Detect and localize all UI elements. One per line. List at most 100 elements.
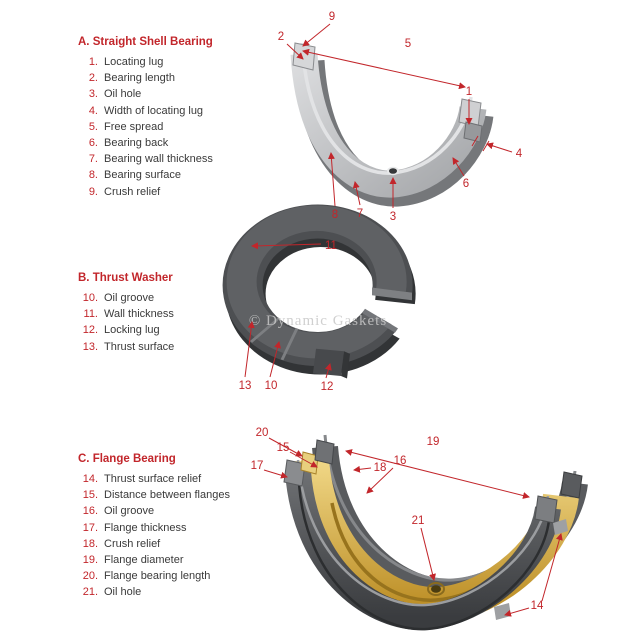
item-number: 12. — [82, 324, 98, 337]
watermark: © Dynamic Gaskets — [249, 313, 387, 329]
item-label: Bearing wall thickness — [104, 153, 213, 166]
item-number: 6. — [88, 137, 98, 150]
legend-item: 3.Oil hole — [78, 86, 213, 102]
item-number: 15. — [82, 489, 98, 502]
legend-item: 15.Distance between flanges — [78, 487, 230, 503]
callout-2: 2 — [278, 31, 284, 43]
item-label: Bearing length — [104, 72, 175, 85]
locking-lug-side — [341, 351, 350, 379]
left-back-flange-end — [314, 439, 335, 465]
callout-6: 6 — [463, 178, 469, 190]
item-label: Crush relief — [104, 537, 161, 550]
thrust-surface-relief-notch-right — [553, 519, 568, 535]
legend-item: 4. Width of locating lug — [78, 103, 213, 119]
item-label: Wall thickness — [104, 308, 174, 321]
callout-16: 16 — [394, 455, 407, 467]
callout-13: 13 — [239, 380, 252, 392]
callout-1: 1 — [466, 86, 472, 98]
locating-lug — [463, 121, 483, 143]
item-label: Oil hole — [104, 586, 142, 599]
legend-item: 9.Crush relief — [78, 184, 213, 200]
callout-20: 20 — [256, 427, 269, 439]
callout-15: 15 — [277, 442, 290, 454]
legend-item: 8. Bearing surface — [78, 167, 213, 183]
section-b-title: B. Thrust Washer — [78, 272, 173, 284]
legend-item: 16. Oil groove — [78, 503, 230, 519]
section-c-title: C. Flange Bearing — [78, 453, 176, 465]
item-number: 1. — [88, 56, 98, 68]
item-number: 13. — [82, 340, 98, 353]
legend-item: 5. Free spread — [78, 119, 213, 135]
item-label: Flange bearing length — [104, 570, 211, 583]
legend-item: 21. Oil hole — [78, 584, 230, 600]
legend-item: 2. Bearing length — [78, 70, 213, 86]
oil-groove-line-1 — [249, 317, 281, 343]
legend-item: 19. Flange diameter — [78, 552, 230, 568]
item-label: Locking lug — [104, 324, 160, 337]
oil-groove-line-2 — [280, 327, 299, 361]
callout-10: 10 — [265, 380, 278, 392]
callout-7: 7 — [357, 208, 363, 220]
item-number: 18. — [82, 537, 98, 550]
straight-shell-bearing-illustration — [293, 43, 482, 191]
item-label: Thrust surface — [104, 340, 175, 353]
legend-item: 17.Flange thickness — [78, 520, 230, 536]
item-label: Flange diameter — [104, 554, 184, 567]
callout-18: 18 — [374, 462, 387, 474]
item-number: 10. — [82, 292, 98, 304]
item-label: Width of locating lug — [104, 104, 204, 117]
washer-upper-end-face — [372, 287, 412, 301]
callout-21: 21 — [412, 515, 425, 527]
callout-numbers: 9 2 5 1 4 6 3 7 8 11 13 10 12 20 15 17 1… — [239, 11, 544, 612]
legend-section-a: A. Straight Shell Bearing 1. Locating lug… — [78, 36, 213, 200]
legend-section-b: B. Thrust Washer 10. Oil groove 11.Wall t… — [78, 272, 174, 355]
item-number: 21. — [82, 586, 98, 599]
item-number: 8. — [88, 169, 98, 182]
legend-item: 14. Thrust surface relief — [78, 471, 230, 487]
item-label: Crush relief — [104, 185, 161, 198]
callout-leader-lines — [244, 23, 563, 617]
item-number: 5. — [88, 120, 98, 133]
callout-19: 19 — [427, 436, 440, 448]
legend-item: 7. Bearing wall thickness — [78, 151, 213, 167]
legend-item: 20. Flange bearing length — [78, 568, 230, 584]
item-number: 4. — [88, 104, 98, 117]
item-label: Thrust surface relief — [104, 473, 202, 485]
bearing-surface — [304, 54, 473, 184]
callout-12: 12 — [321, 381, 334, 393]
item-number: 19. — [82, 554, 98, 567]
item-number: 7. — [88, 153, 98, 166]
legend-item: 11.Wall thickness — [78, 306, 174, 322]
item-number: 2. — [88, 72, 98, 85]
item-number: 16. — [82, 505, 98, 518]
item-label: Oil groove — [104, 292, 155, 304]
flange-bearing-illustration — [283, 433, 582, 631]
flange-oil-hole — [431, 585, 441, 593]
callout-8: 8 — [332, 209, 338, 221]
callout-3: 3 — [390, 211, 396, 223]
callout-4: 4 — [516, 148, 523, 160]
item-number: 20. — [82, 570, 98, 583]
item-number: 14. — [82, 473, 98, 485]
callout-5: 5 — [405, 38, 411, 50]
legend-item: 13. Thrust surface — [78, 339, 175, 355]
thrust-washer-illustration — [242, 218, 412, 379]
legend-item: 12. Locking lug — [78, 322, 174, 338]
washer-lower-end-face — [362, 308, 398, 333]
right-front-flange-end — [534, 495, 558, 524]
item-label: Free spread — [104, 120, 164, 133]
callout-11: 11 — [325, 240, 337, 252]
legend-section-c: C. Flange Bearing 14. Thrust surface reli… — [78, 453, 230, 601]
item-label: Bearing surface — [104, 169, 182, 182]
item-label: Locating lug — [104, 56, 164, 68]
legend-item: 6.Bearing back — [78, 135, 213, 151]
callout-17: 17 — [251, 460, 264, 472]
section-a-title: A. Straight Shell Bearing — [78, 36, 213, 48]
legend-item: 10. Oil groove — [78, 290, 174, 306]
oil-hole — [389, 168, 397, 174]
flange-oil-hole-rim — [427, 582, 445, 596]
left-end-cross-section — [292, 42, 316, 71]
item-label: Oil groove — [104, 505, 155, 518]
